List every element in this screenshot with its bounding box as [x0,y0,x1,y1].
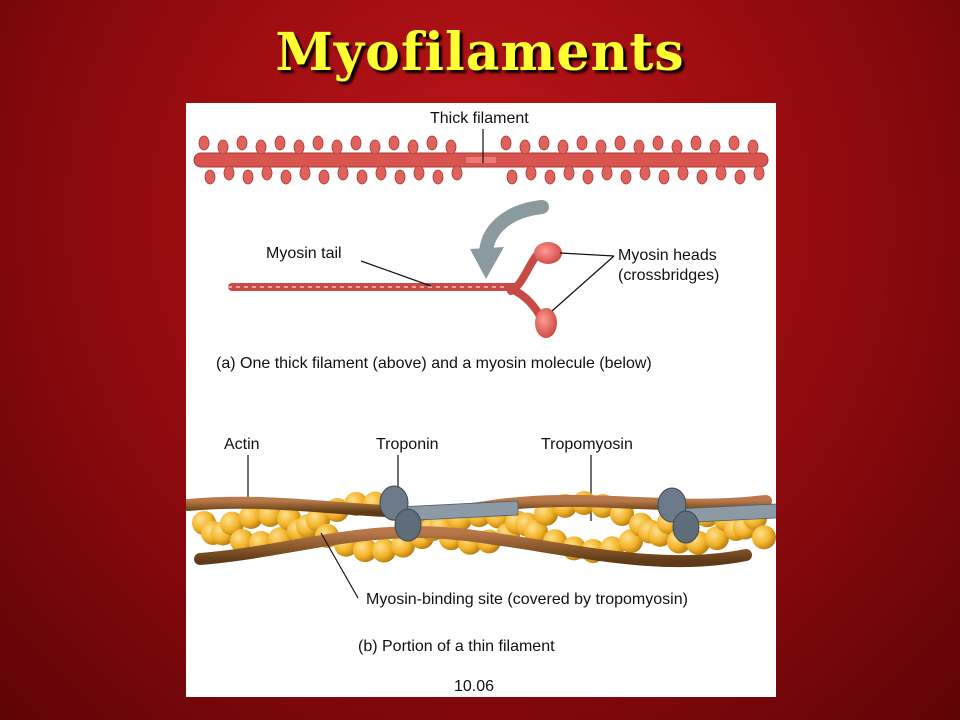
myosin-head [299,165,311,181]
myosin-head [280,169,292,185]
myosin-head [671,139,683,155]
myosin-tail-label: Myosin tail [266,245,342,262]
actin-subunit [534,501,558,526]
myosin-head [318,169,330,185]
myosin-head [337,165,349,181]
actin-subunit [230,528,254,553]
myosin-head [432,169,444,185]
myosin-head [652,135,664,151]
myosin-head [690,135,702,151]
actin-subunit [752,525,776,550]
actin-subunit [524,519,548,544]
tropomyosin-label: Tropomyosin [541,436,633,453]
myosin-heads-label-2: (crossbridges) [618,267,719,284]
myosin-head [388,135,400,151]
thick-filament [193,135,769,185]
myosin-head [595,139,607,155]
myosin-head [620,169,632,185]
myosin-head [451,165,463,181]
myosin-head [217,139,229,155]
myosin-head [557,139,569,155]
myosin-tail-leader [360,260,432,287]
myosin-head [582,169,594,185]
myosin-head [544,169,556,185]
myosin-head [633,139,645,155]
myosin-heads-leader-1 [559,252,615,257]
myosin-head [242,169,254,185]
binding-site-label: Myosin-binding site (covered by tropomyo… [366,591,688,608]
myosin-head [538,135,550,151]
actin-subunit [239,504,263,529]
troponin-complex [657,487,776,544]
part-b-caption: (b) Portion of a thin filament [358,638,555,655]
myosin-head [696,169,708,185]
myosin-head [274,135,286,151]
myosin-head [369,139,381,155]
myosin-head [394,169,406,185]
myosin-heads-label: Myosin heads [618,247,717,264]
figure-panel: Thick filament Myosin tail Myosin heads … [186,103,776,697]
myosin-head [445,139,457,155]
myosin-head [407,139,419,155]
myosin-head [198,135,210,151]
myosin-heads-leader-2 [551,255,615,312]
myosin-head [614,135,626,151]
myosin-head [255,139,267,155]
myosin-head [312,135,324,151]
myosin-head [204,169,216,185]
myosin-head [728,135,740,151]
actin-subunit [372,538,396,563]
slide-title: Myofilaments [275,22,685,83]
myosin-head [734,169,746,185]
troponin-label: Troponin [376,436,439,453]
actin-subunit [353,538,377,563]
myosin-head [356,169,368,185]
zoom-arrow-icon [470,200,549,279]
myosin-head [639,165,651,181]
myosin-head [413,165,425,181]
thick-filament-label: Thick filament [430,110,529,127]
binding-site-leader [320,532,359,599]
myosin-head [747,139,759,155]
myosin-head [350,135,362,151]
myosin-head [293,139,305,155]
myosin-head [525,165,537,181]
myosin-head [563,165,575,181]
myosin-head [715,165,727,181]
myosin-head [375,165,387,181]
tropomyosin-strand-lower [194,526,752,568]
myofilament-diagram: Thick filament Myosin tail Myosin heads … [186,110,776,695]
myosin-head [223,165,235,181]
myosin-head [331,139,343,155]
thin-filament [186,485,776,568]
myosin-head [236,135,248,151]
myosin-head-upper [534,242,562,264]
myosin-head [500,135,512,151]
part-a-caption: (a) One thick filament (above) and a myo… [216,355,652,372]
myosin-head [261,165,273,181]
figure-number: 10.06 [454,678,494,695]
myosin-head [601,165,613,181]
myosin-head [576,135,588,151]
actin-subunit [705,526,729,551]
myosin-head [426,135,438,151]
myosin-head-lower [535,308,557,338]
myosin-head [506,169,518,185]
myosin-head [709,139,721,155]
myosin-head [677,165,689,181]
myosin-head [519,139,531,155]
myosin-head [753,165,765,181]
actin-label: Actin [224,436,260,453]
myosin-head [658,169,670,185]
myosin-molecule [228,242,562,338]
troponin-complex [379,485,519,542]
